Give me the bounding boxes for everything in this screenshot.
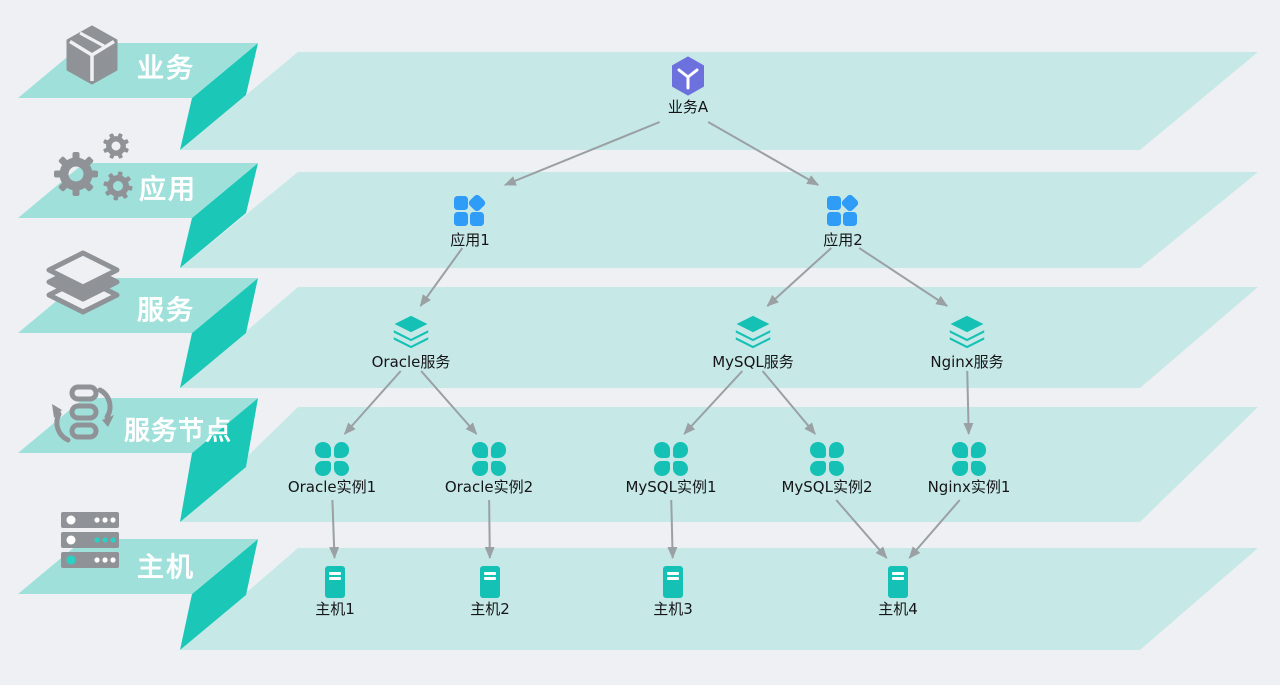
host-icon [663,566,683,598]
instance-icon [810,442,844,476]
cycle-icon [52,384,114,443]
node-label: MySQL实例1 [625,478,717,496]
host-icon [888,566,908,598]
edge-app-2-to-svc-nginx [858,247,948,307]
node-inst-oracle-2: Oracle实例2 [414,442,564,496]
node-label: 主机2 [470,600,510,618]
node-svc-oracle: Oracle服务 [336,314,486,371]
tab-label-service: 服务 [137,295,195,327]
band-application [180,172,1258,268]
node-host-2: 主机2 [415,566,565,618]
business-icon [670,56,706,96]
band-host [180,548,1258,650]
node-biz-a: 业务A [613,56,763,116]
edge-biz-a-to-app-1 [503,121,661,186]
node-inst-mysql-2: MySQL实例2 [752,442,902,496]
fold-service-node [180,398,258,522]
edge-svc-oracle-to-inst-oracle-1 [343,370,402,435]
instance-icon [654,442,688,476]
layers-icon [46,250,120,315]
band-business [180,52,1258,150]
instance-icon [315,442,349,476]
node-label: 业务A [667,98,709,116]
edge-inst-oracle-1-to-host-1 [329,499,340,559]
app-icon [452,193,488,229]
fold-business [180,43,258,150]
edge-svc-mysql-to-inst-mysql-2 [761,370,816,435]
edge-biz-a-to-app-2 [707,121,820,186]
node-inst-nginx-1: Nginx实例1 [894,442,1044,496]
node-svc-nginx: Nginx服务 [892,314,1042,371]
edge-app-2-to-svc-mysql [766,247,832,307]
node-app-2: 应用2 [768,193,918,249]
node-label: Oracle实例2 [444,478,534,496]
node-host-3: 主机3 [598,566,748,618]
node-host-1: 主机1 [260,566,410,618]
band-service [180,287,1258,388]
host-icon [480,566,500,598]
tab-label-service-node: 服务节点 [123,416,233,447]
fold-application [180,163,258,268]
node-inst-oracle-1: Oracle实例1 [257,442,407,496]
tab-label-application: 应用 [139,174,197,206]
node-app-1: 应用1 [395,193,545,249]
node-label: MySQL服务 [712,353,794,371]
node-label: 主机3 [653,600,693,618]
edge-app-1-to-svc-oracle [419,247,464,307]
host-icon [325,566,345,598]
node-label: 主机4 [878,600,918,618]
node-label: 应用2 [823,231,863,249]
node-inst-mysql-1: MySQL实例1 [596,442,746,496]
edge-layer [329,121,974,559]
tab-application [18,163,258,218]
edge-svc-mysql-to-inst-mysql-1 [683,370,744,435]
node-svc-mysql: MySQL服务 [678,314,828,371]
edge-inst-nginx-1-to-host-4 [908,499,961,559]
service-icon [733,314,773,351]
edge-inst-oracle-2-to-host-2 [484,499,495,559]
server-rack-icon [61,512,119,568]
band-service-node [180,407,1258,522]
tab-label-host: 主机 [137,552,195,584]
gears-icon [44,124,140,208]
cube-icon [66,25,118,85]
node-label: Nginx实例1 [927,478,1011,496]
edge-inst-mysql-2-to-host-4 [835,499,888,559]
node-label: 应用1 [450,231,490,249]
fold-service [180,278,258,388]
service-icon [947,314,987,351]
node-host-4: 主机4 [823,566,973,618]
node-label: Nginx服务 [930,353,1004,371]
node-label: MySQL实例2 [781,478,873,496]
tab-label-business: 业务 [137,53,195,85]
node-label: Oracle实例1 [287,478,377,496]
instance-icon [952,442,986,476]
edge-svc-nginx-to-inst-nginx-1 [963,370,974,435]
node-label: Oracle服务 [371,353,451,371]
service-icon [391,314,431,351]
fold-host [180,539,258,650]
edge-svc-oracle-to-inst-oracle-2 [420,370,478,435]
app-icon [825,193,861,229]
node-label: 主机1 [315,600,355,618]
instance-icon [472,442,506,476]
edge-inst-mysql-1-to-host-3 [667,499,678,559]
